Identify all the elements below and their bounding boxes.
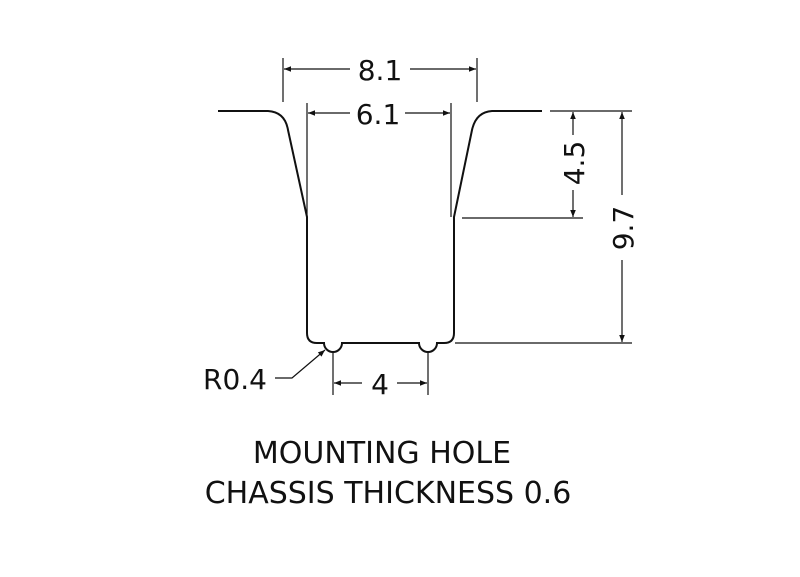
dim-label-total-depth: 9.7 (607, 206, 640, 251)
dim-label-inner-width: 6.1 (356, 98, 401, 131)
dim-label-bump-spacing: 4 (371, 368, 389, 401)
hole-profile (218, 110, 542, 353)
dim-label-outer-width: 8.1 (358, 54, 403, 87)
radius-leader (275, 349, 326, 379)
caption-title: MOUNTING HOLE (253, 436, 511, 471)
dim-label-bump-radius: R0.4 (203, 363, 267, 396)
dim-label-taper-depth: 4.5 (558, 141, 591, 186)
caption-subtitle: CHASSIS THICKNESS 0.6 (205, 476, 572, 511)
